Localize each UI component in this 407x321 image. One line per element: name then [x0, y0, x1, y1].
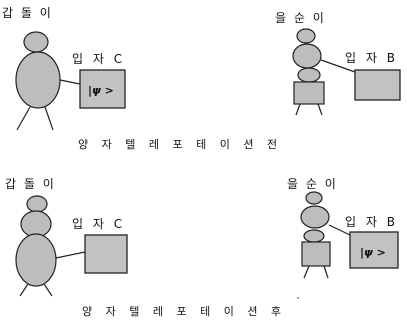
after-panel: 갑 돌 이 입 자 C 을 순 이 입 자 B |ψ: [5, 177, 399, 318]
left-particle-label: 입 자 C: [72, 217, 125, 231]
before-panel: 갑 돌 이 입 자 C |ψ > 을 순 이 입 자 B 양: [2, 6, 401, 151]
left-particle-box: |ψ >: [79, 69, 126, 109]
left-person-figure: [15, 31, 81, 131]
right-person-figure: [292, 28, 356, 116]
right-person-name: 을 순 이: [287, 177, 338, 191]
left-person-figure: [15, 195, 86, 297]
right-particle-state: |ψ >: [360, 246, 386, 259]
right-particle-label: 입 자 B: [345, 215, 398, 229]
right-person-figure: [297, 191, 351, 299]
left-particle-box: [84, 234, 128, 274]
before-caption: 양 자 텔 레 포 테 이 션 전: [78, 138, 282, 151]
right-person-name: 을 순 이: [275, 11, 326, 25]
left-particle-state: |ψ >: [88, 84, 114, 97]
right-particle-label: 입 자 B: [345, 51, 398, 65]
right-particle-box: |ψ >: [349, 231, 399, 269]
left-particle-label: 입 자 C: [72, 52, 125, 66]
after-caption: 양 자 텔 레 포 테 이 션 후: [82, 305, 286, 318]
left-person-name: 갑 돌 이: [2, 6, 53, 20]
right-particle-box: [354, 69, 401, 101]
left-person-name: 갑 돌 이: [5, 177, 56, 191]
